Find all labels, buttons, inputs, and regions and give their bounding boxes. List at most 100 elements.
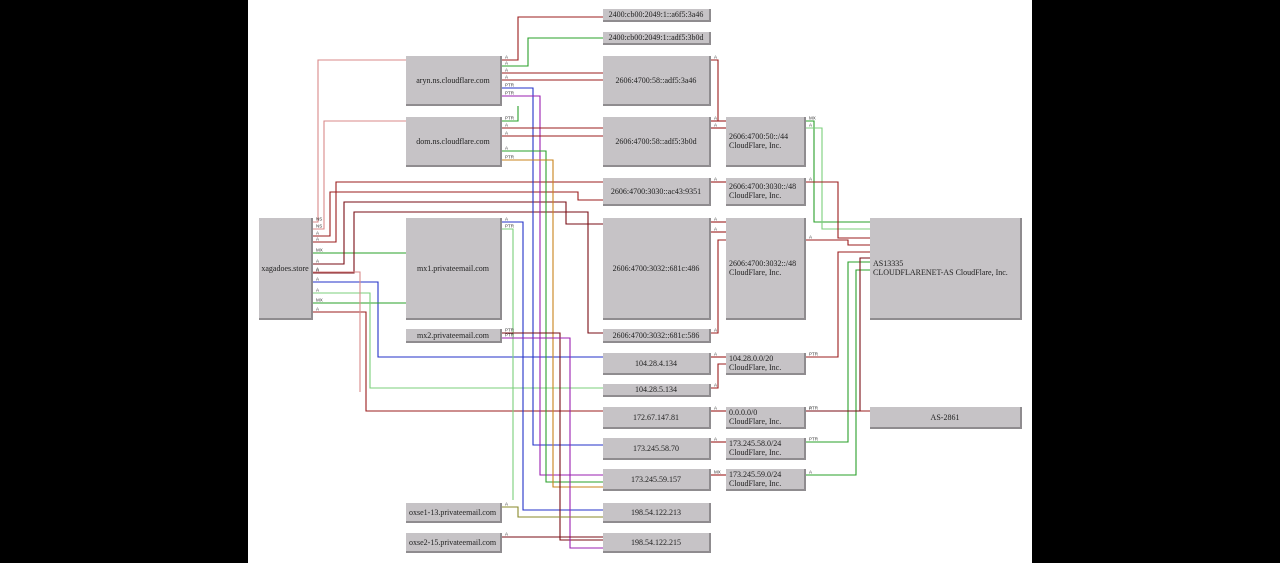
edge-5	[313, 201, 603, 265]
ip6-d-node[interactable]: 2606:4700:58::adf5:3b0d	[603, 117, 711, 167]
edge-label-13: A	[505, 61, 508, 66]
ip4-b-node[interactable]: 104.28.5.134	[603, 384, 711, 397]
edge-label-3: A	[316, 231, 319, 236]
edge-label-8: MX	[316, 298, 323, 303]
as2861-node[interactable]: AS-2861	[870, 407, 1022, 429]
edge-label-6: A	[316, 268, 319, 273]
ip4-c-node[interactable]: 172.67.147.81	[603, 407, 711, 429]
ns2-node[interactable]: dom.ns.cloudflare.com	[406, 117, 502, 167]
edge-label-43: A	[809, 177, 812, 182]
as13335-node[interactable]: AS13335 CLOUDFLARENET-AS CloudFlare, Inc…	[870, 218, 1022, 320]
edge-29	[711, 59, 726, 122]
edge-13	[502, 37, 603, 67]
edge-label-11: A	[316, 267, 319, 272]
edge-label-19: A	[505, 123, 508, 128]
ip6-f-node[interactable]: 2606:4700:3032::681c:486	[603, 218, 711, 320]
edge-label-14: A	[505, 68, 508, 73]
edge-0	[313, 59, 406, 223]
edge-label-25: PTR	[505, 328, 515, 333]
ip4-f-node[interactable]: 198.54.122.213	[603, 503, 711, 523]
edge-12	[502, 16, 603, 61]
edge-label-10: A	[316, 307, 319, 312]
ip6-a-node[interactable]: 2400:cb00:2049:1::a6f5:3a46	[603, 9, 711, 22]
prefix-d-node[interactable]: 104.28.0.0/20 CloudFlare, Inc.	[726, 353, 806, 375]
mx1-node[interactable]: mx1.privateemail.com	[406, 218, 502, 320]
oxse2-node[interactable]: oxse2-15.privateemail.com	[406, 533, 502, 553]
edge-17	[502, 95, 603, 476]
prefix-b-node[interactable]: 2606:4700:3030::/48 CloudFlare, Inc.	[726, 178, 806, 206]
edge-1	[313, 120, 406, 230]
edge-42	[806, 127, 870, 230]
ip4-g-node[interactable]: 198.54.122.215	[603, 533, 711, 553]
edge-label-45: PTR	[809, 352, 819, 357]
edge-label-18: PTR	[505, 116, 515, 121]
edge-label-20: A	[505, 131, 508, 136]
edge-27	[502, 506, 603, 518]
mx2-node[interactable]: mx2.privateemail.com	[406, 329, 502, 343]
edge-label-16: PTR	[505, 83, 515, 88]
edge-label-40: MX	[714, 470, 721, 475]
edge-49	[806, 257, 870, 412]
edge-label-44: A	[809, 235, 812, 240]
edge-47	[806, 261, 870, 443]
edge-label-36: A	[714, 352, 717, 357]
edge-26	[502, 337, 603, 549]
edge-6	[313, 211, 603, 334]
ip6-e-node[interactable]: 2606:4700:3030::ac43:9351	[603, 178, 711, 206]
ip4-d-node[interactable]: 173.245.58.70	[603, 438, 711, 460]
ip6-g-node[interactable]: 2606:4700:3032::681c:586	[603, 329, 711, 343]
edge-label-47: PTR	[809, 437, 819, 442]
edge-37	[711, 363, 726, 389]
edge-label-12: A	[505, 55, 508, 60]
oxse1-node[interactable]: oxse1-13.privateemail.com	[406, 503, 502, 523]
ns1-node[interactable]: aryn.ns.cloudflare.com	[406, 56, 502, 106]
edge-label-32: A	[714, 177, 717, 182]
prefix-e-node[interactable]: 0.0.0.0/0 CloudFlare, Inc.	[726, 407, 806, 429]
edge-label-9: A	[316, 288, 319, 293]
prefix-f-node[interactable]: 173.245.58.0/24 CloudFlare, Inc.	[726, 438, 806, 460]
edge-label-37: A	[714, 383, 717, 388]
prefix-a-node[interactable]: 2606:4700:50::/44 CloudFlare, Inc.	[726, 117, 806, 167]
edge-11	[313, 271, 361, 392]
prefix-g-node[interactable]: 173.245.59.0/24 CloudFlare, Inc.	[726, 469, 806, 491]
edge-48	[806, 269, 870, 476]
edge-label-1: NS	[316, 224, 322, 229]
ip6-c-node[interactable]: 2606:4700:58::adf5:3a46	[603, 56, 711, 106]
ip4-e-node[interactable]: 173.245.59.157	[603, 469, 711, 491]
edge-label-27: A	[505, 502, 508, 507]
edge-label-4: MX	[316, 248, 323, 253]
edge-label-23: A	[505, 217, 508, 222]
edges-layer: NSNSAAMXAAAMXAAAAAAAPTRPTRPTRAAAPTRAPTRP…	[313, 16, 870, 549]
edge-21	[502, 150, 603, 483]
edge-label-2: A	[316, 237, 319, 242]
edge-2	[313, 181, 603, 243]
edge-44	[806, 239, 870, 246]
edge-7	[313, 281, 603, 358]
edge-25	[502, 332, 603, 541]
edge-label-5: A	[316, 259, 319, 264]
edge-9	[313, 292, 603, 389]
edge-label-34: A	[714, 227, 717, 232]
edge-label-21: A	[505, 146, 508, 151]
edge-45	[806, 251, 870, 358]
edge-label-41: MX	[809, 116, 816, 121]
edge-24	[502, 228, 514, 500]
edge-label-30: A	[714, 116, 717, 121]
edge-label-35: A	[714, 328, 717, 333]
edge-label-17: PTR	[505, 91, 515, 96]
edge-23	[502, 221, 603, 511]
domain-node[interactable]: xagadoes.store	[259, 218, 313, 320]
ip4-a-node[interactable]: 104.28.4.134	[603, 353, 711, 375]
edge-35	[711, 239, 726, 334]
edge-label-48: A	[809, 470, 812, 475]
edge-10	[313, 311, 603, 412]
ip6-b-node[interactable]: 2400:cb00:2049:1::adf5:3b0d	[603, 32, 711, 45]
prefix-c-node[interactable]: 2606:4700:3032::/48 CloudFlare, Inc.	[726, 218, 806, 320]
edge-label-28: A	[505, 532, 508, 537]
edge-label-39: A	[714, 437, 717, 442]
edge-16	[502, 87, 603, 446]
edge-label-49: A	[809, 406, 812, 411]
edge-label-33: A	[714, 217, 717, 222]
edge-label-46: PTR	[809, 406, 819, 411]
